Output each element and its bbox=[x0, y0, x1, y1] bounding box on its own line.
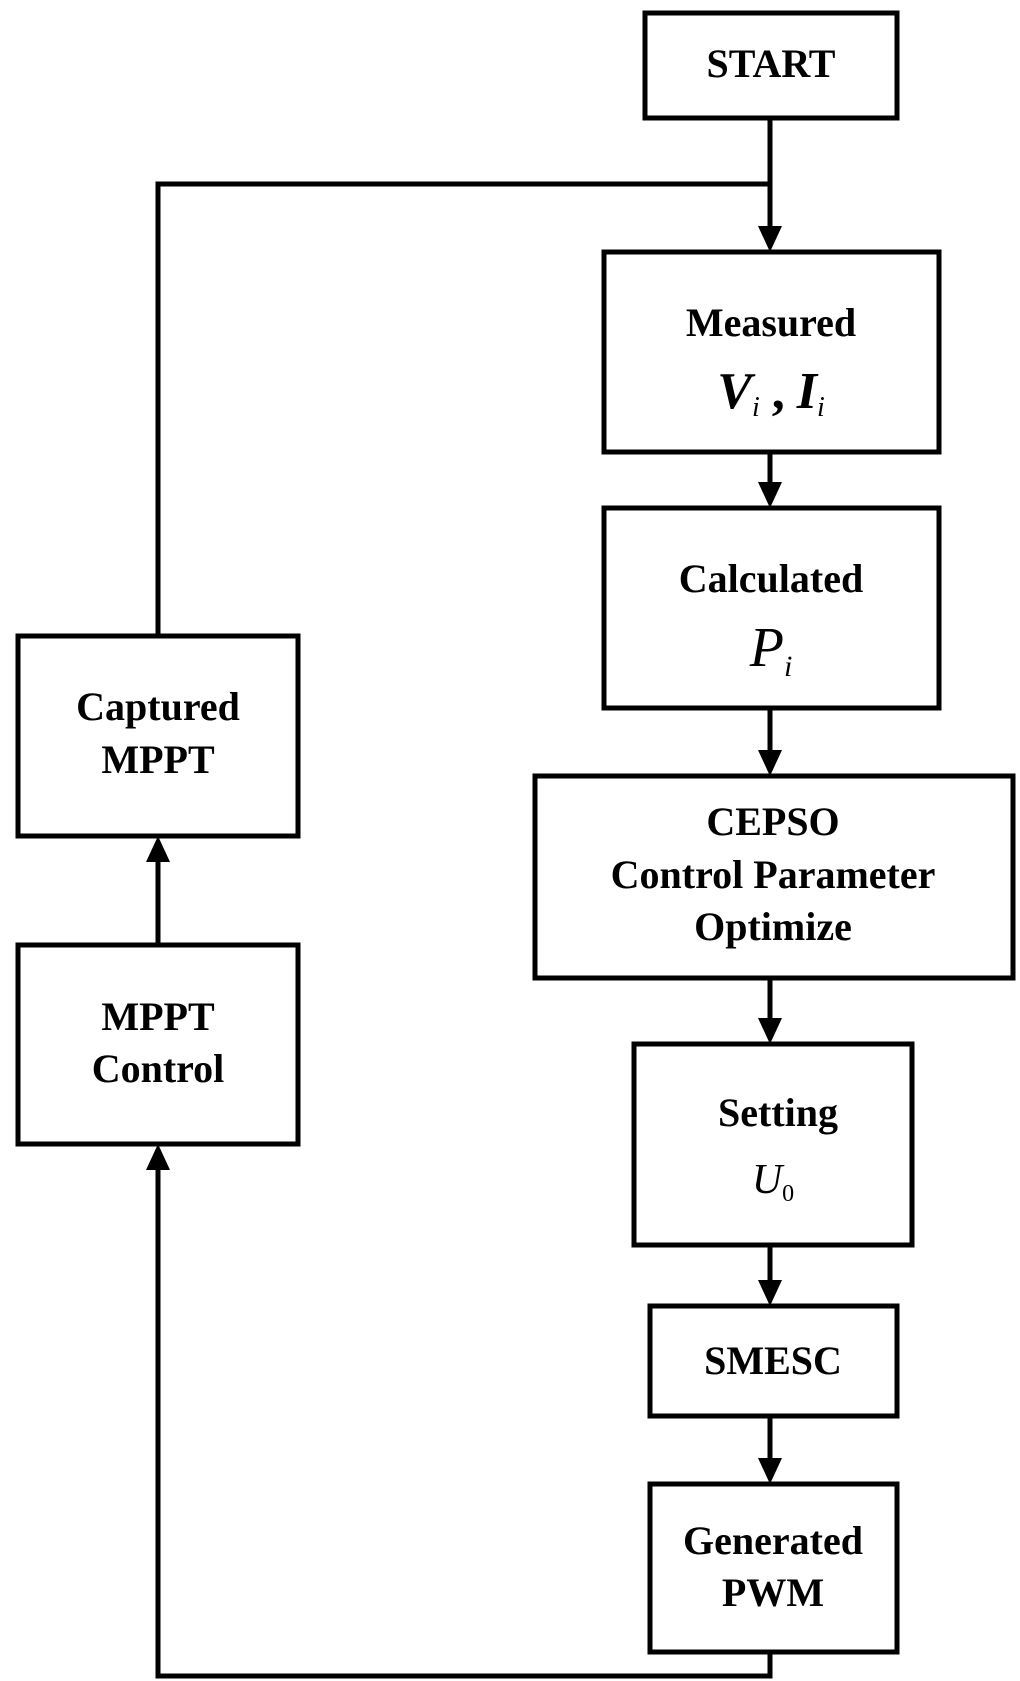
captured-box bbox=[15, 633, 301, 839]
var-sep: , bbox=[772, 363, 785, 420]
measured-label: Measured bbox=[686, 300, 856, 345]
smesc-box bbox=[647, 1303, 900, 1419]
mppt-control-line1: MPPT bbox=[101, 994, 215, 1039]
start-box bbox=[642, 10, 900, 121]
node-smesc: SMESC bbox=[647, 1303, 900, 1419]
cepso-line1: CEPSO bbox=[706, 799, 839, 844]
edge-captured-to-measured bbox=[155, 181, 770, 636]
node-mppt-control: MPPT Control bbox=[15, 942, 301, 1147]
calculated-box bbox=[601, 505, 942, 711]
node-calculated: Calculated Pi bbox=[601, 505, 942, 711]
edge-generated-to-mppt-control bbox=[155, 1170, 773, 1679]
start-label: START bbox=[706, 41, 835, 86]
var-v-sub: i bbox=[752, 392, 760, 423]
connectors bbox=[146, 118, 782, 1679]
var-v: V bbox=[717, 363, 756, 420]
generated-line2: PWM bbox=[722, 1570, 824, 1615]
smesc-label: SMESC bbox=[704, 1338, 842, 1383]
calculated-label: Calculated bbox=[679, 556, 863, 601]
arrow-into-mppt-control bbox=[146, 1144, 170, 1170]
var-p-sub: i bbox=[784, 650, 792, 683]
arrow-into-smesc bbox=[758, 1280, 782, 1306]
node-generated: Generated PWM bbox=[647, 1481, 900, 1655]
node-cepso: CEPSO Control Parameter Optimize bbox=[532, 773, 1016, 981]
measured-variables: Vi,Ii bbox=[717, 363, 825, 423]
arrow-into-calculated bbox=[758, 482, 782, 508]
var-u-sub: 0 bbox=[782, 1181, 794, 1207]
node-setting: Setting U0 bbox=[631, 1041, 915, 1248]
captured-line2: MPPT bbox=[101, 737, 215, 782]
generated-box bbox=[647, 1481, 900, 1655]
node-measured: Measured Vi,Ii bbox=[601, 249, 942, 455]
generated-line1: Generated bbox=[683, 1518, 863, 1563]
measured-box bbox=[601, 249, 942, 455]
mppt-control-line2: Control bbox=[92, 1046, 225, 1091]
setting-variable: U0 bbox=[752, 1157, 794, 1207]
setting-box bbox=[631, 1041, 915, 1248]
cepso-line2: Control Parameter bbox=[611, 852, 936, 897]
arrow-into-cepso bbox=[758, 750, 782, 776]
node-captured: Captured MPPT bbox=[15, 633, 301, 839]
mppt-control-box bbox=[15, 942, 301, 1147]
arrow-into-generated bbox=[758, 1458, 782, 1484]
cepso-line3: Optimize bbox=[694, 904, 852, 949]
node-start: START bbox=[642, 10, 900, 121]
arrow-into-setting bbox=[758, 1018, 782, 1044]
calculated-variable: Pi bbox=[749, 617, 793, 683]
var-i: I bbox=[796, 363, 819, 420]
cepso-box bbox=[532, 773, 1016, 981]
arrow-into-captured bbox=[146, 836, 170, 862]
arrow-into-measured bbox=[758, 226, 782, 252]
var-p: P bbox=[749, 617, 784, 679]
setting-label: Setting bbox=[718, 1090, 838, 1135]
var-i-sub: i bbox=[817, 392, 825, 423]
captured-line1: Captured bbox=[76, 684, 240, 729]
var-u: U bbox=[752, 1157, 785, 1203]
